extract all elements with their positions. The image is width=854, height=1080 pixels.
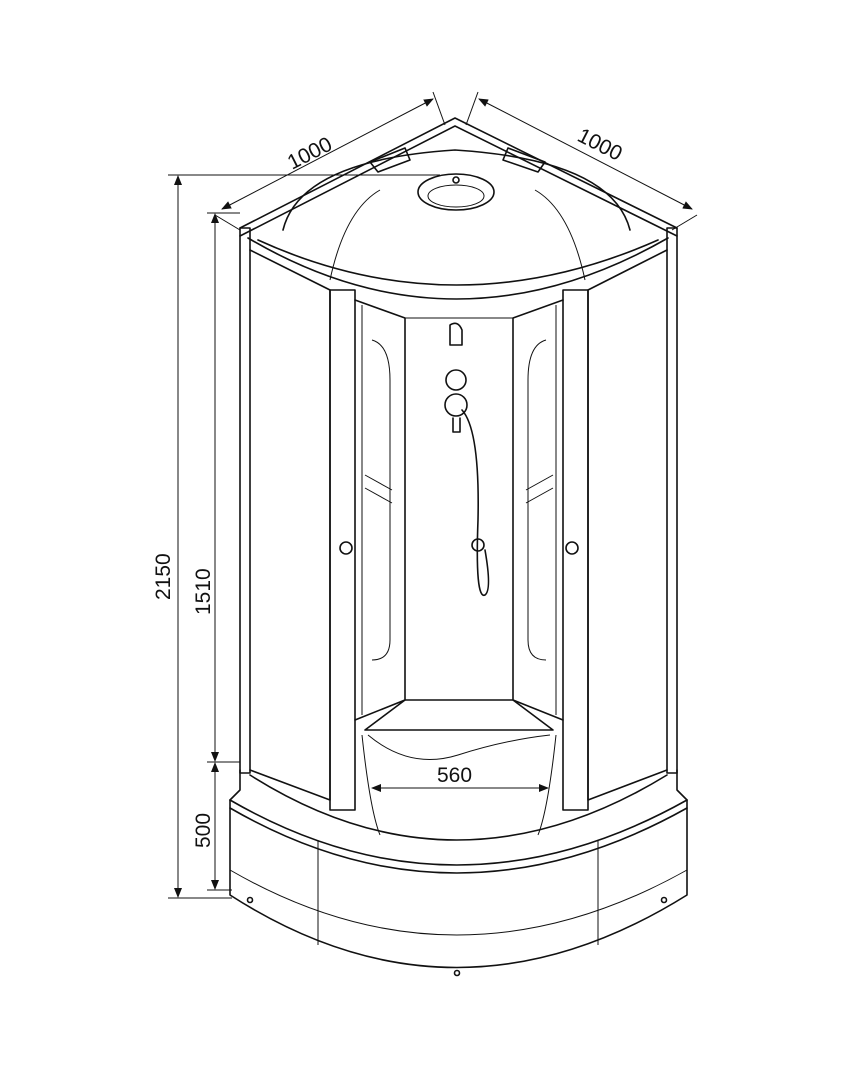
- dimension-door-height: [207, 212, 240, 763]
- back-panel: [364, 317, 554, 760]
- label-total-height: 2150: [152, 553, 175, 600]
- hand-shower-holder: [471, 538, 485, 552]
- cabin-frame: [239, 227, 678, 811]
- mixer-knob-lower: [444, 393, 468, 417]
- label-entrance-width: 560: [437, 764, 472, 787]
- rain-shower-head: [417, 173, 495, 211]
- shower-tray: [229, 734, 688, 977]
- dimension-width-right: [465, 91, 698, 231]
- mixer-knob-upper: [445, 369, 467, 391]
- label-door-height: 1510: [192, 568, 215, 615]
- dimension-width-left: [214, 91, 446, 231]
- label-tray-height: 500: [192, 813, 215, 848]
- shower-holder: [449, 322, 463, 346]
- label-width-right: 1000: [574, 124, 626, 166]
- cabin-roof: [239, 117, 678, 300]
- shower-hose: [461, 409, 490, 596]
- dimension-tray-height: [207, 762, 232, 891]
- door-handle-right: [565, 541, 579, 555]
- label-width-left: 1000: [284, 133, 336, 175]
- door-handle-left: [339, 541, 353, 555]
